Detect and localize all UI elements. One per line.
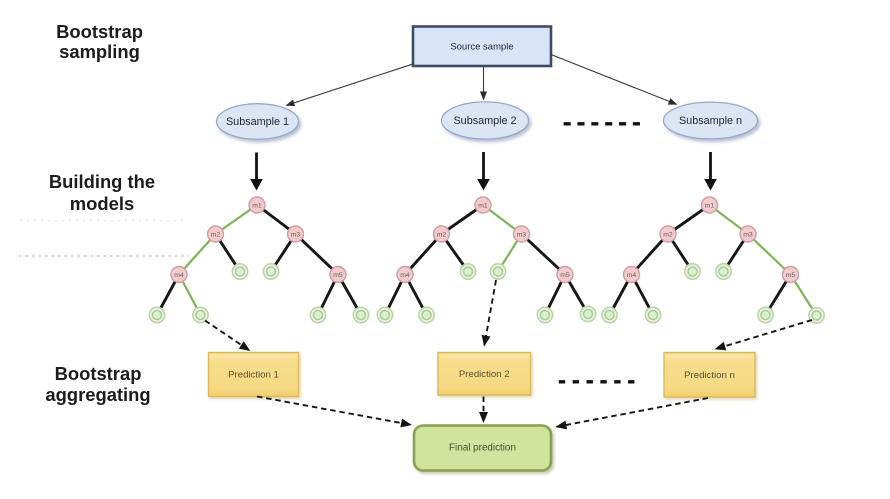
svg-text:Subsample 1: Subsample 1	[226, 116, 289, 128]
svg-text:m3: m3	[743, 232, 753, 239]
svg-text:Subsample n: Subsample n	[679, 115, 742, 127]
svg-text:m5: m5	[333, 272, 343, 279]
svg-text:m3: m3	[291, 232, 301, 239]
svg-text:Final prediction: Final prediction	[449, 443, 516, 454]
svg-text:models: models	[70, 193, 134, 214]
svg-text:m1: m1	[252, 203, 262, 210]
svg-text:m4: m4	[627, 272, 637, 279]
svg-text:Source sample: Source sample	[450, 42, 513, 53]
svg-text:Subsample 2: Subsample 2	[453, 115, 516, 127]
svg-text:sampling: sampling	[59, 41, 140, 62]
svg-text:m2: m2	[437, 232, 447, 239]
svg-text:m2: m2	[211, 232, 221, 239]
svg-text:Prediction 2: Prediction 2	[459, 369, 510, 380]
svg-text:aggregating: aggregating	[45, 384, 150, 405]
svg-text:Bootstrap: Bootstrap	[56, 21, 143, 42]
svg-text:m4: m4	[174, 272, 184, 279]
svg-text:m5: m5	[786, 272, 796, 279]
svg-text:m4: m4	[400, 272, 410, 279]
svg-text:Building the: Building the	[49, 171, 155, 192]
svg-text:m1: m1	[478, 203, 488, 210]
svg-text:m5: m5	[560, 272, 570, 279]
svg-text:Prediction 1: Prediction 1	[228, 370, 279, 381]
svg-text:Bootstrap: Bootstrap	[55, 363, 142, 384]
svg-text:m2: m2	[663, 232, 673, 239]
svg-text:m1: m1	[705, 203, 715, 210]
svg-text:Prediction n: Prediction n	[684, 370, 735, 381]
svg-text:m3: m3	[517, 232, 527, 239]
